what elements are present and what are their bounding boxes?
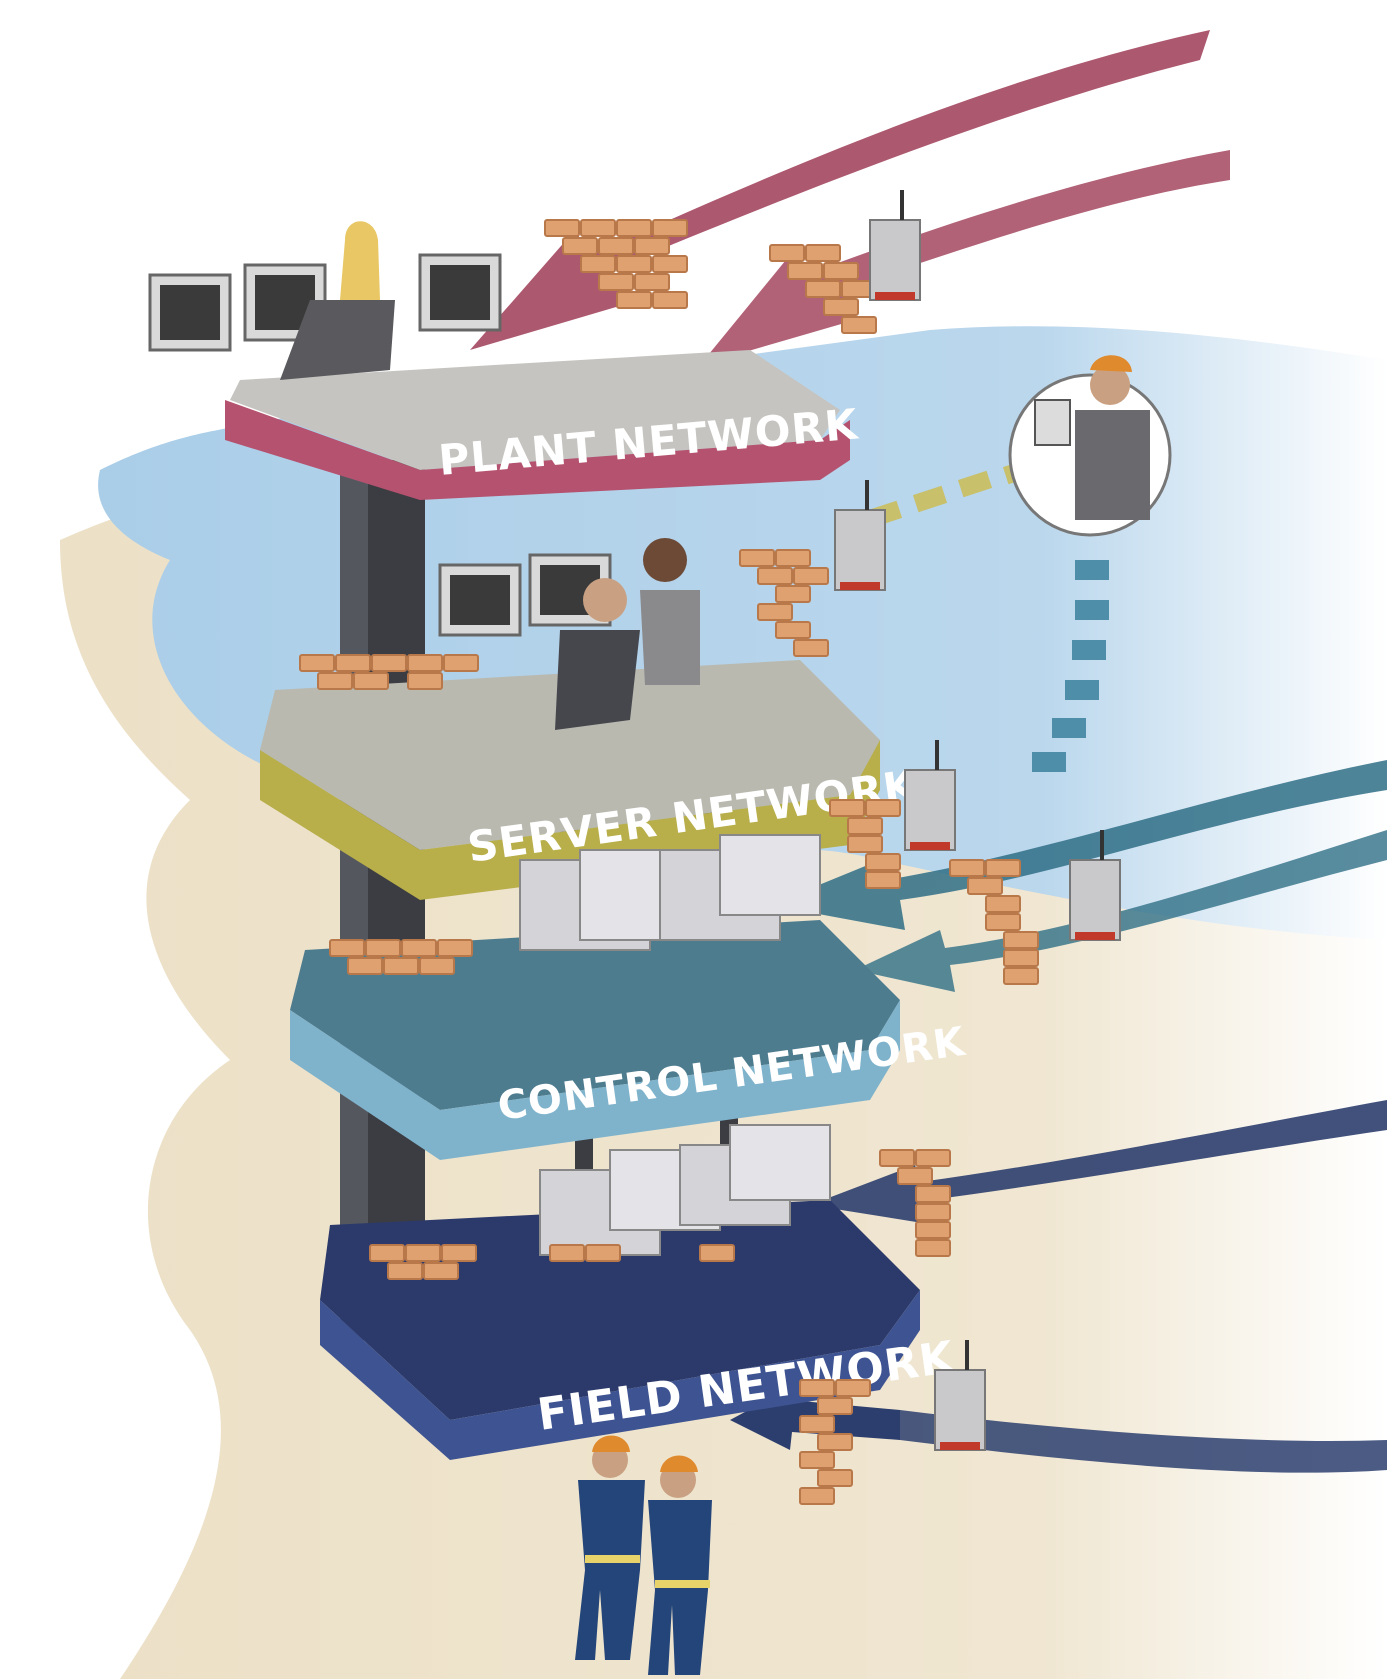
operator-icon	[280, 221, 395, 380]
controller-cabinet-icon	[659, 834, 821, 941]
control-arrow-2	[855, 830, 1387, 992]
plant-arrow-1	[470, 30, 1210, 350]
monitor-icon	[438, 563, 522, 637]
wireless-transmitter-icon	[934, 1340, 986, 1451]
field-worker-icon	[1034, 355, 1150, 520]
controller-cabinet-icon	[679, 1124, 831, 1226]
field-arrow-2	[900, 1410, 1387, 1473]
wireless-transmitter-icon	[904, 740, 956, 851]
remote-worker	[1008, 355, 1172, 537]
monitor-icon	[148, 273, 232, 352]
wireless-transmitters	[834, 190, 1121, 1451]
wireless-transmitter-icon	[834, 480, 886, 591]
plant-network-layer: PLANT NETWORK	[225, 350, 861, 500]
plant-operator-station	[148, 221, 502, 380]
control-arrow-1	[770, 760, 1387, 930]
field-workers	[575, 1435, 712, 1675]
firewall-icon	[329, 939, 473, 975]
field-worker-icon	[575, 1435, 645, 1660]
controller-cabinets	[519, 834, 831, 1256]
field-worker-icon	[648, 1455, 712, 1675]
wireless-transmitter-icon	[869, 190, 921, 301]
monitor-icon	[418, 253, 502, 332]
field-arrow-1	[810, 1100, 1387, 1225]
wireless-transmitter-icon	[1069, 830, 1121, 941]
operator-icon	[555, 538, 700, 730]
server-operator-station	[438, 538, 700, 730]
